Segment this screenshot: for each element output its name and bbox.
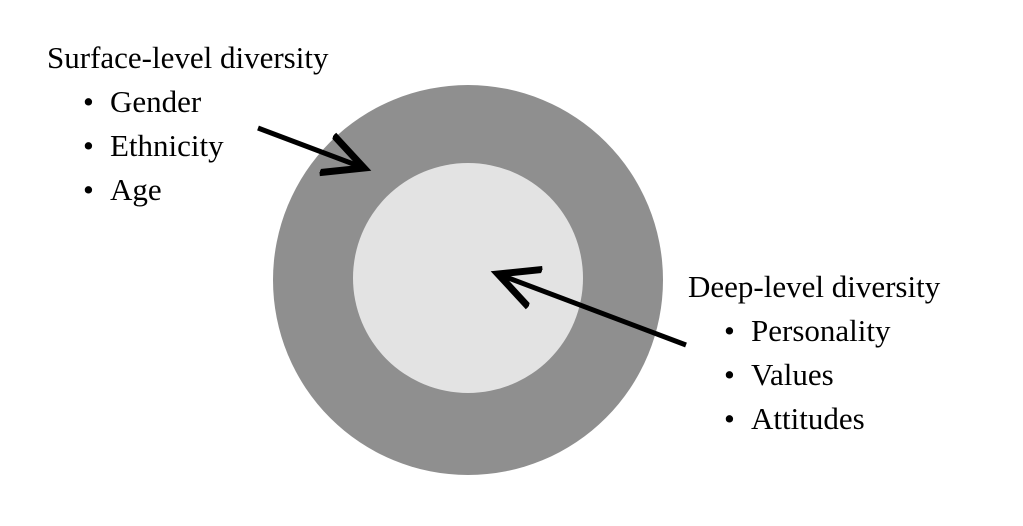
deep-arrow bbox=[498, 274, 687, 348]
deep-level-list: • Personality • Values • Attitudes bbox=[688, 309, 940, 441]
surface-item-age: Age bbox=[110, 172, 162, 207]
inner-circle-deep-level bbox=[353, 163, 583, 393]
bullet-icon: • bbox=[83, 128, 94, 163]
list-item: • Personality bbox=[688, 309, 940, 353]
deep-item-personality: Personality bbox=[751, 313, 891, 348]
deep-item-values: Values bbox=[751, 357, 834, 392]
list-item: • Ethnicity bbox=[47, 124, 328, 168]
surface-item-gender: Gender bbox=[110, 84, 202, 119]
deep-item-attitudes: Attitudes bbox=[751, 401, 865, 436]
surface-arrow bbox=[257, 125, 364, 168]
bullet-icon: • bbox=[83, 172, 94, 207]
bullet-icon: • bbox=[724, 357, 735, 392]
list-item: • Gender bbox=[47, 80, 328, 124]
deep-level-label-block: Deep-level diversity • Personality • Value… bbox=[688, 265, 940, 441]
list-item: • Age bbox=[47, 168, 328, 212]
surface-level-list: • Gender • Ethnicity • Age bbox=[47, 80, 328, 212]
surface-item-ethnicity: Ethnicity bbox=[110, 128, 224, 163]
bullet-icon: • bbox=[724, 401, 735, 436]
list-item: • Values bbox=[688, 353, 940, 397]
list-item: • Attitudes bbox=[688, 397, 940, 441]
bullet-icon: • bbox=[724, 313, 735, 348]
deep-level-title: Deep-level diversity bbox=[688, 269, 941, 304]
bullet-icon: • bbox=[83, 84, 94, 119]
surface-level-label-block: Surface-level diversity • Gender • Ethnici… bbox=[47, 36, 328, 212]
surface-level-title: Surface-level diversity bbox=[47, 40, 329, 75]
